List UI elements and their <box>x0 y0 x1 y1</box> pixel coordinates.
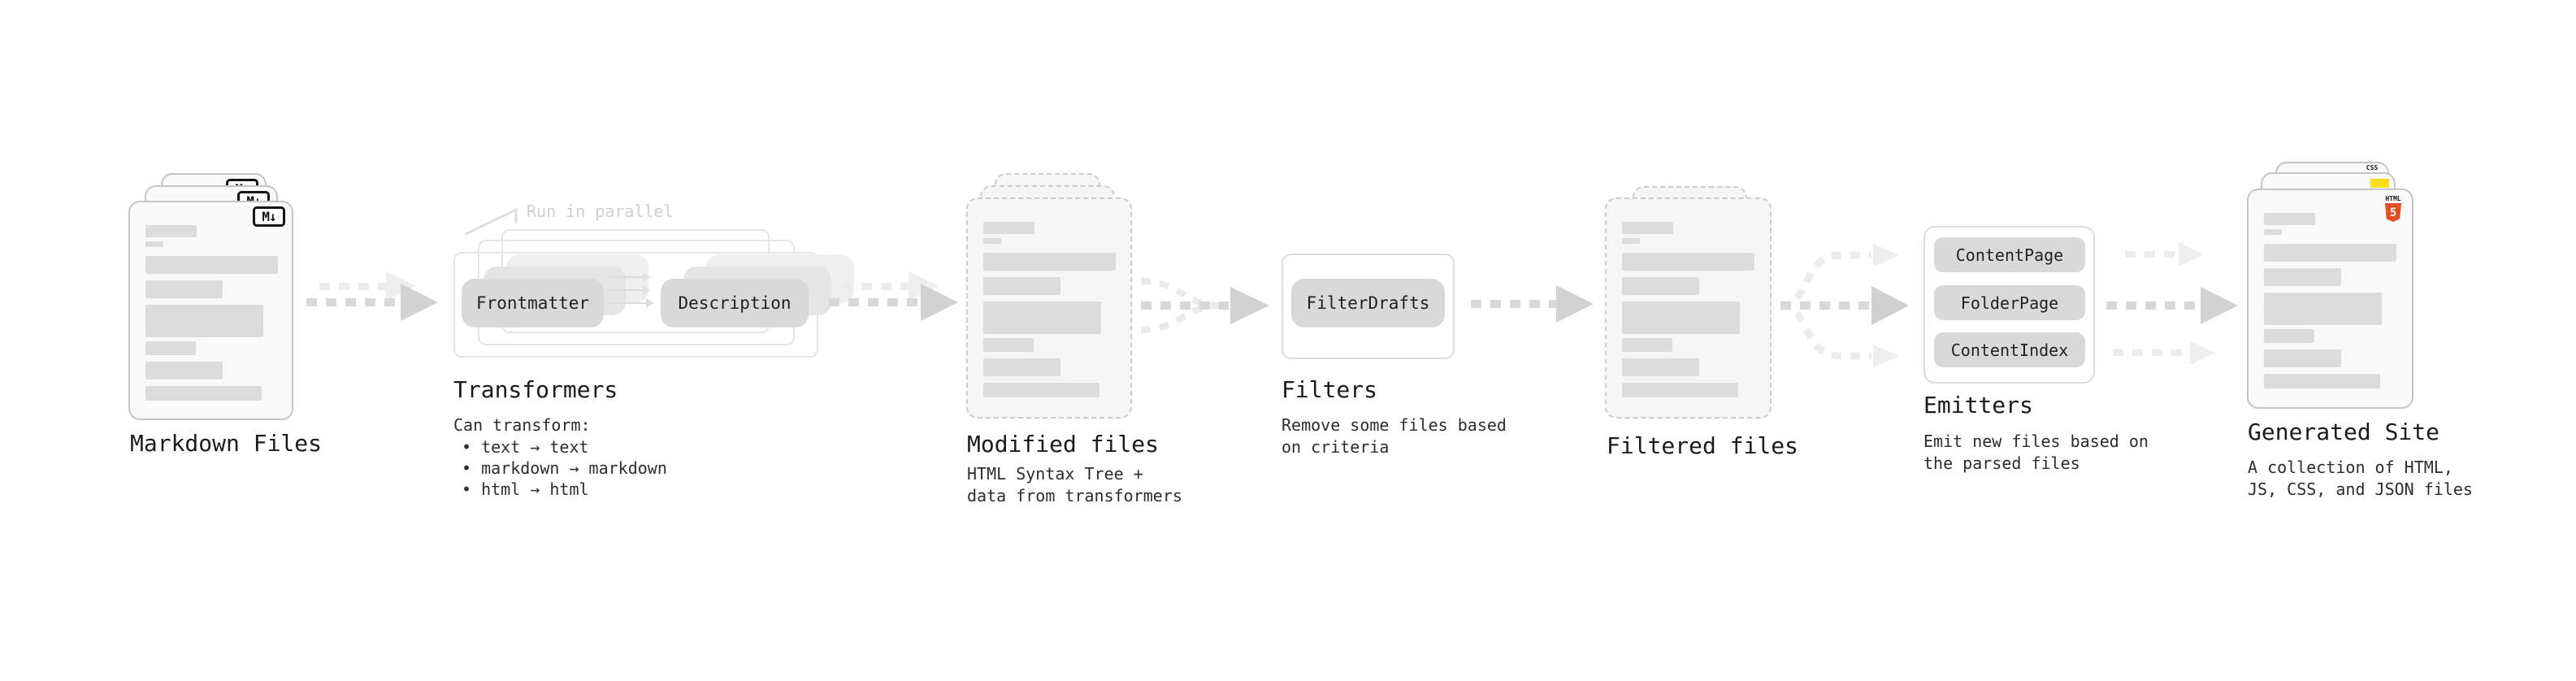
modified-files-subtitle: HTML Syntax Tree + data from transformer… <box>967 464 1182 505</box>
placeholder-text-bar <box>145 225 197 237</box>
parallel-arrow-icon <box>609 272 651 282</box>
filtered-files-stack <box>1605 175 1777 428</box>
placeholder-text-bar <box>2264 349 2341 367</box>
placeholder-text-bar <box>145 256 278 274</box>
filters-label: Filters <box>1281 376 1378 403</box>
modified-files-stack <box>966 170 1138 423</box>
frontmatter-pill: Frontmatter <box>462 279 604 327</box>
html5-icon: HTML 5 <box>2384 195 2402 222</box>
run-in-parallel-annotation: Run in parallel <box>527 202 674 221</box>
placeholder-text-bar <box>2264 374 2380 388</box>
parallel-arrow-icon <box>608 298 654 308</box>
transformers-bullet: • markdown → markdown <box>462 458 667 478</box>
placeholder-text-bar <box>1622 301 1740 334</box>
placeholder-text-bar <box>1622 238 1640 244</box>
flow-arrow <box>2106 287 2238 324</box>
contentpage-pill: ContentPage <box>1934 237 2085 272</box>
placeholder-text-bar <box>983 301 1101 334</box>
merge-arrow <box>1140 278 1269 333</box>
placeholder-text-bar <box>2264 329 2314 343</box>
generated-file-card-html: HTML 5 <box>2247 189 2413 409</box>
fanout-arrow <box>1780 244 1909 367</box>
generated-site-label: Generated Site <box>2248 419 2440 445</box>
transformers-label: Transformers <box>453 376 618 403</box>
markdown-files-label: Markdown Files <box>130 430 323 457</box>
placeholder-text-bar <box>1622 277 1699 295</box>
description-pill: Description <box>661 279 809 327</box>
placeholder-text-bar <box>983 238 1001 244</box>
placeholder-text-bar <box>983 277 1060 295</box>
placeholder-text-bar <box>145 362 223 380</box>
transformers-bullet: • html → html <box>462 479 589 499</box>
markdown-file-card-front: M↓ <box>128 201 293 420</box>
modified-files-label: Modified files <box>967 431 1160 458</box>
generated-site-stack: CSS HTML 5 <box>2247 162 2419 415</box>
filterdrafts-pill: FilterDrafts <box>1291 279 1445 327</box>
parallel-arrow-icon <box>609 285 651 295</box>
flow-arrow <box>829 284 958 321</box>
emitters-subtitle: Emit new files based on the parsed files <box>1923 432 2149 473</box>
filters-subtitle: Remove some files based on criteria <box>1281 415 1507 457</box>
contentindex-pill: ContentIndex <box>1934 332 2085 367</box>
placeholder-text-bar <box>983 222 1034 234</box>
placeholder-text-bar <box>1622 383 1738 397</box>
placeholder-text-bar <box>983 383 1099 397</box>
placeholder-text-bar <box>983 358 1060 376</box>
html5-shield: 5 <box>2385 203 2401 222</box>
flow-arrow-light <box>2113 340 2215 365</box>
placeholder-text-bar <box>145 341 196 355</box>
placeholder-text-bar <box>2264 268 2341 286</box>
placeholder-text-bar <box>145 241 163 247</box>
placeholder-text-bar <box>983 338 1034 352</box>
placeholder-text-bar <box>1622 358 1699 376</box>
placeholder-text-bar <box>1622 338 1672 352</box>
filtered-files-label: Filtered files <box>1607 432 1799 459</box>
run-in-parallel-leader-line <box>465 208 518 236</box>
css-icon-label: CSS <box>2366 164 2379 171</box>
markdown-files-stack: M↓ M↓ M↓ <box>128 173 301 427</box>
placeholder-text-bar <box>1622 253 1754 271</box>
placeholder-text-bar <box>145 386 262 401</box>
markdown-icon: M↓ <box>253 206 285 227</box>
placeholder-text-bar <box>2264 244 2396 262</box>
placeholder-text-bar <box>2264 293 2382 325</box>
placeholder-text-bar <box>1622 222 1673 234</box>
emitters-label: Emitters <box>1923 392 2033 419</box>
html5-number: 5 <box>2389 206 2397 219</box>
html5-icon-label: HTML <box>2385 195 2401 202</box>
placeholder-text-bar <box>983 253 1116 271</box>
placeholder-text-bar <box>2264 213 2315 225</box>
transformers-bullet: • text → text <box>462 437 589 457</box>
generated-site-subtitle: A collection of HTML, JS, CSS, and JSON … <box>2248 458 2473 499</box>
transformers-subtitle: Can transform: <box>453 415 591 435</box>
flow-arrow-light <box>2125 242 2204 267</box>
flow-arrow <box>1471 285 1594 323</box>
placeholder-text-bar <box>2264 229 2282 235</box>
javascript-icon <box>2370 179 2389 188</box>
placeholder-text-bar <box>145 280 223 298</box>
folderpage-pill: FolderPage <box>1934 285 2085 320</box>
flow-arrow <box>306 284 438 321</box>
filtered-file-card-front <box>1605 197 1772 419</box>
modified-file-card-front <box>966 197 1132 419</box>
placeholder-text-bar <box>145 305 263 337</box>
